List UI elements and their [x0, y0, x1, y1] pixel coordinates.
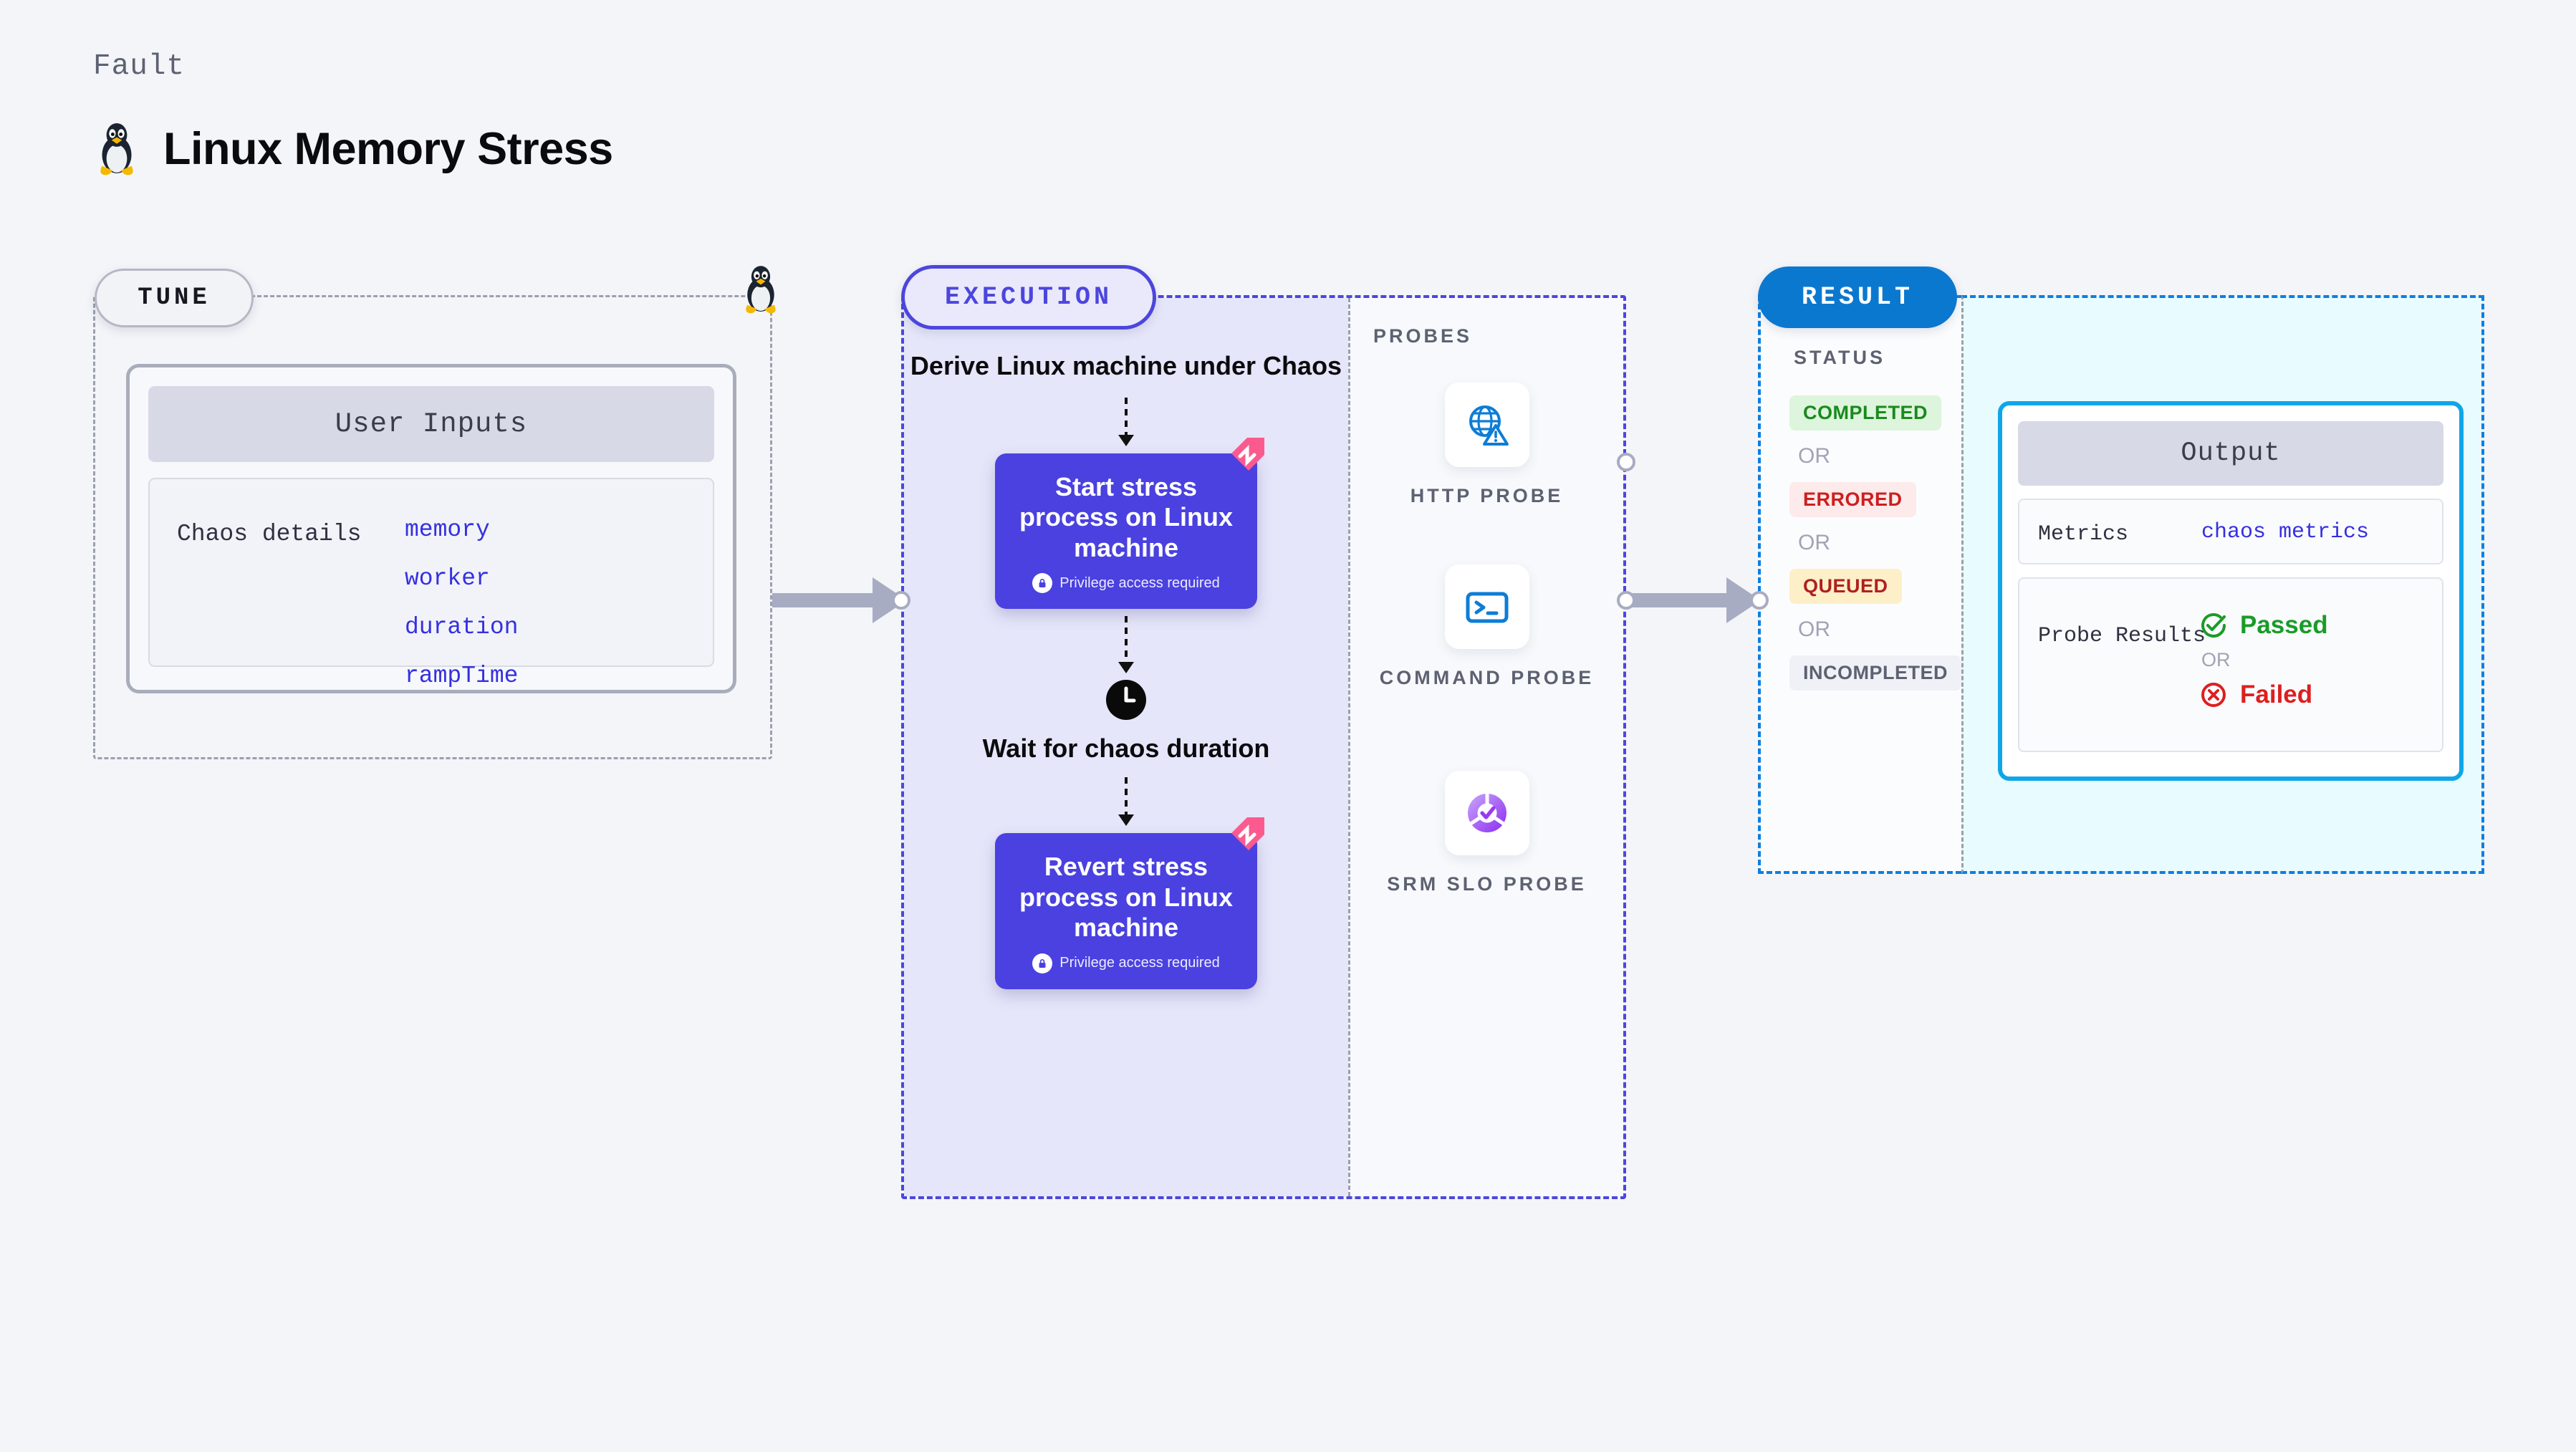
status-badge-completed: COMPLETED [1789, 395, 1942, 431]
probe-srm-slo[interactable]: SRM SLO PROBE [1350, 771, 1623, 897]
linux-tux-icon [100, 123, 133, 176]
result-region: STATUS COMPLETED OR ERRORED OR QUEUED OR… [1758, 295, 2484, 874]
arrow-shaft [772, 593, 875, 607]
probe-result-passed: Passed [2198, 610, 2328, 640]
result-stage-pill[interactable]: RESULT [1758, 266, 1957, 328]
probe-command[interactable]: COMMAND PROBE [1350, 564, 1623, 691]
chaos-details-values: memory worker duration rampTime [405, 516, 518, 689]
execution-to-result-arrow [1626, 577, 1762, 623]
tune-stage-pill[interactable]: TUNE [95, 269, 254, 327]
probe-results-label: Probe Results [2038, 624, 2206, 648]
node-note-text: Privilege access required [1059, 574, 1220, 591]
probe-result-failed: Failed [2198, 680, 2328, 710]
passed-label: Passed [2240, 611, 2328, 639]
output-metrics-row: Metrics chaos metrics [2018, 499, 2443, 564]
step-wait-for-chaos-duration: Wait for chaos duration [982, 734, 1270, 764]
failed-label: Failed [2240, 681, 2313, 708]
output-card: Output Metrics chaos metrics Probe Resul… [1998, 401, 2464, 781]
lock-icon [1032, 573, 1053, 594]
user-inputs-body: Chaos details memory worker duration ram… [148, 478, 714, 689]
status-or-3: OR [1798, 617, 1830, 641]
execution-outbound-connector [1617, 591, 1635, 610]
user-inputs-card: User Inputs Chaos details memory worker … [126, 364, 736, 693]
clock-icon [1106, 680, 1146, 721]
step-derive-linux-machine: Derive Linux machine under Chaos [910, 351, 1342, 380]
probe-http[interactable]: HTTP PROBE [1350, 383, 1623, 509]
execution-column: Derive Linux machine under Chaos Start s… [904, 298, 1348, 1196]
x-circle-icon [2201, 683, 2226, 707]
chaos-param-duration[interactable]: duration [405, 614, 519, 640]
metrics-value[interactable]: chaos metrics [2201, 520, 2370, 544]
metrics-label: Metrics [2038, 522, 2129, 547]
status-badge-errored: ERRORED [1789, 482, 1916, 517]
status-badge-list: COMPLETED OR ERRORED OR QUEUED OR INCOMP… [1789, 395, 1962, 691]
tune-region [93, 295, 772, 759]
node-start-stress-process[interactable]: Start stress process on Linux machine Pr… [995, 438, 1264, 610]
node-privilege-note: Privilege access required [1009, 953, 1243, 973]
probe-result-or: OR [2201, 649, 2231, 670]
status-column: STATUS COMPLETED OR ERRORED OR QUEUED OR… [1758, 295, 1962, 874]
chaos-details-label: Chaos details [177, 521, 362, 547]
globe-warning-icon [1469, 405, 1509, 446]
fault-eyebrow: Fault [93, 50, 186, 83]
status-or-2: OR [1798, 531, 1830, 554]
output-header: Output [2018, 421, 2443, 486]
chaos-param-ramptime[interactable]: rampTime [405, 663, 519, 689]
probe-card [1444, 564, 1529, 649]
result-inbound-connector [1750, 591, 1769, 610]
probe-results-values: Passed OR Failed [2198, 610, 2328, 710]
slo-donut-check-icon [1467, 794, 1506, 832]
arrow-shaft [1626, 593, 1729, 607]
flow-connector-1 [1118, 398, 1134, 446]
page-title: Linux Memory Stress [163, 124, 613, 174]
node-title: Revert stress process on Linux machine [1019, 852, 1234, 943]
node-privilege-note: Privilege access required [1009, 573, 1243, 594]
tune-linux-tux-icon [746, 266, 776, 314]
status-title: STATUS [1794, 347, 1885, 368]
flow-connector-3 [1118, 777, 1134, 827]
chaos-param-worker[interactable]: worker [405, 565, 490, 592]
node-title: Start stress process on Linux machine [1019, 472, 1234, 562]
output-column: Output Metrics chaos metrics Probe Resul… [1961, 295, 2484, 874]
flow-connector-2 [1118, 616, 1134, 674]
node-note-text: Privilege access required [1059, 955, 1220, 971]
probes-column: PROBES HTTP PROBE [1348, 298, 1623, 1196]
execution-flow: Derive Linux machine under Chaos Start s… [904, 298, 1348, 1196]
probe-label: SRM SLO PROBE [1387, 873, 1587, 895]
probes-outbound-connector [1617, 453, 1635, 471]
status-or-1: OR [1798, 444, 1830, 468]
probe-card [1444, 383, 1529, 467]
probe-label: COMMAND PROBE [1379, 667, 1595, 688]
node-revert-stress-process[interactable]: Revert stress process on Linux machine P… [995, 817, 1264, 989]
harness-flag-icon [1231, 817, 1264, 851]
tune-to-execution-arrow [772, 577, 908, 623]
status-badge-queued: QUEUED [1789, 569, 1902, 604]
execution-stage-pill[interactable]: EXECUTION [901, 265, 1156, 330]
lock-icon [1032, 953, 1053, 973]
harness-flag-icon [1231, 438, 1264, 471]
execution-region: Derive Linux machine under Chaos Start s… [901, 295, 1626, 1199]
execution-inbound-connector [892, 591, 910, 610]
output-probe-results-row: Probe Results Passed OR [2018, 577, 2443, 752]
check-circle-icon [2201, 613, 2226, 638]
probes-title: PROBES [1373, 325, 1473, 347]
probe-card [1444, 771, 1529, 855]
terminal-icon [1466, 592, 1508, 623]
probe-label: HTTP PROBE [1410, 485, 1564, 506]
chaos-param-memory[interactable]: memory [405, 516, 490, 543]
user-inputs-header: User Inputs [148, 386, 714, 462]
status-badge-incompleted: INCOMPLETED [1789, 655, 1962, 691]
page-title-row: Linux Memory Stress [93, 122, 613, 176]
